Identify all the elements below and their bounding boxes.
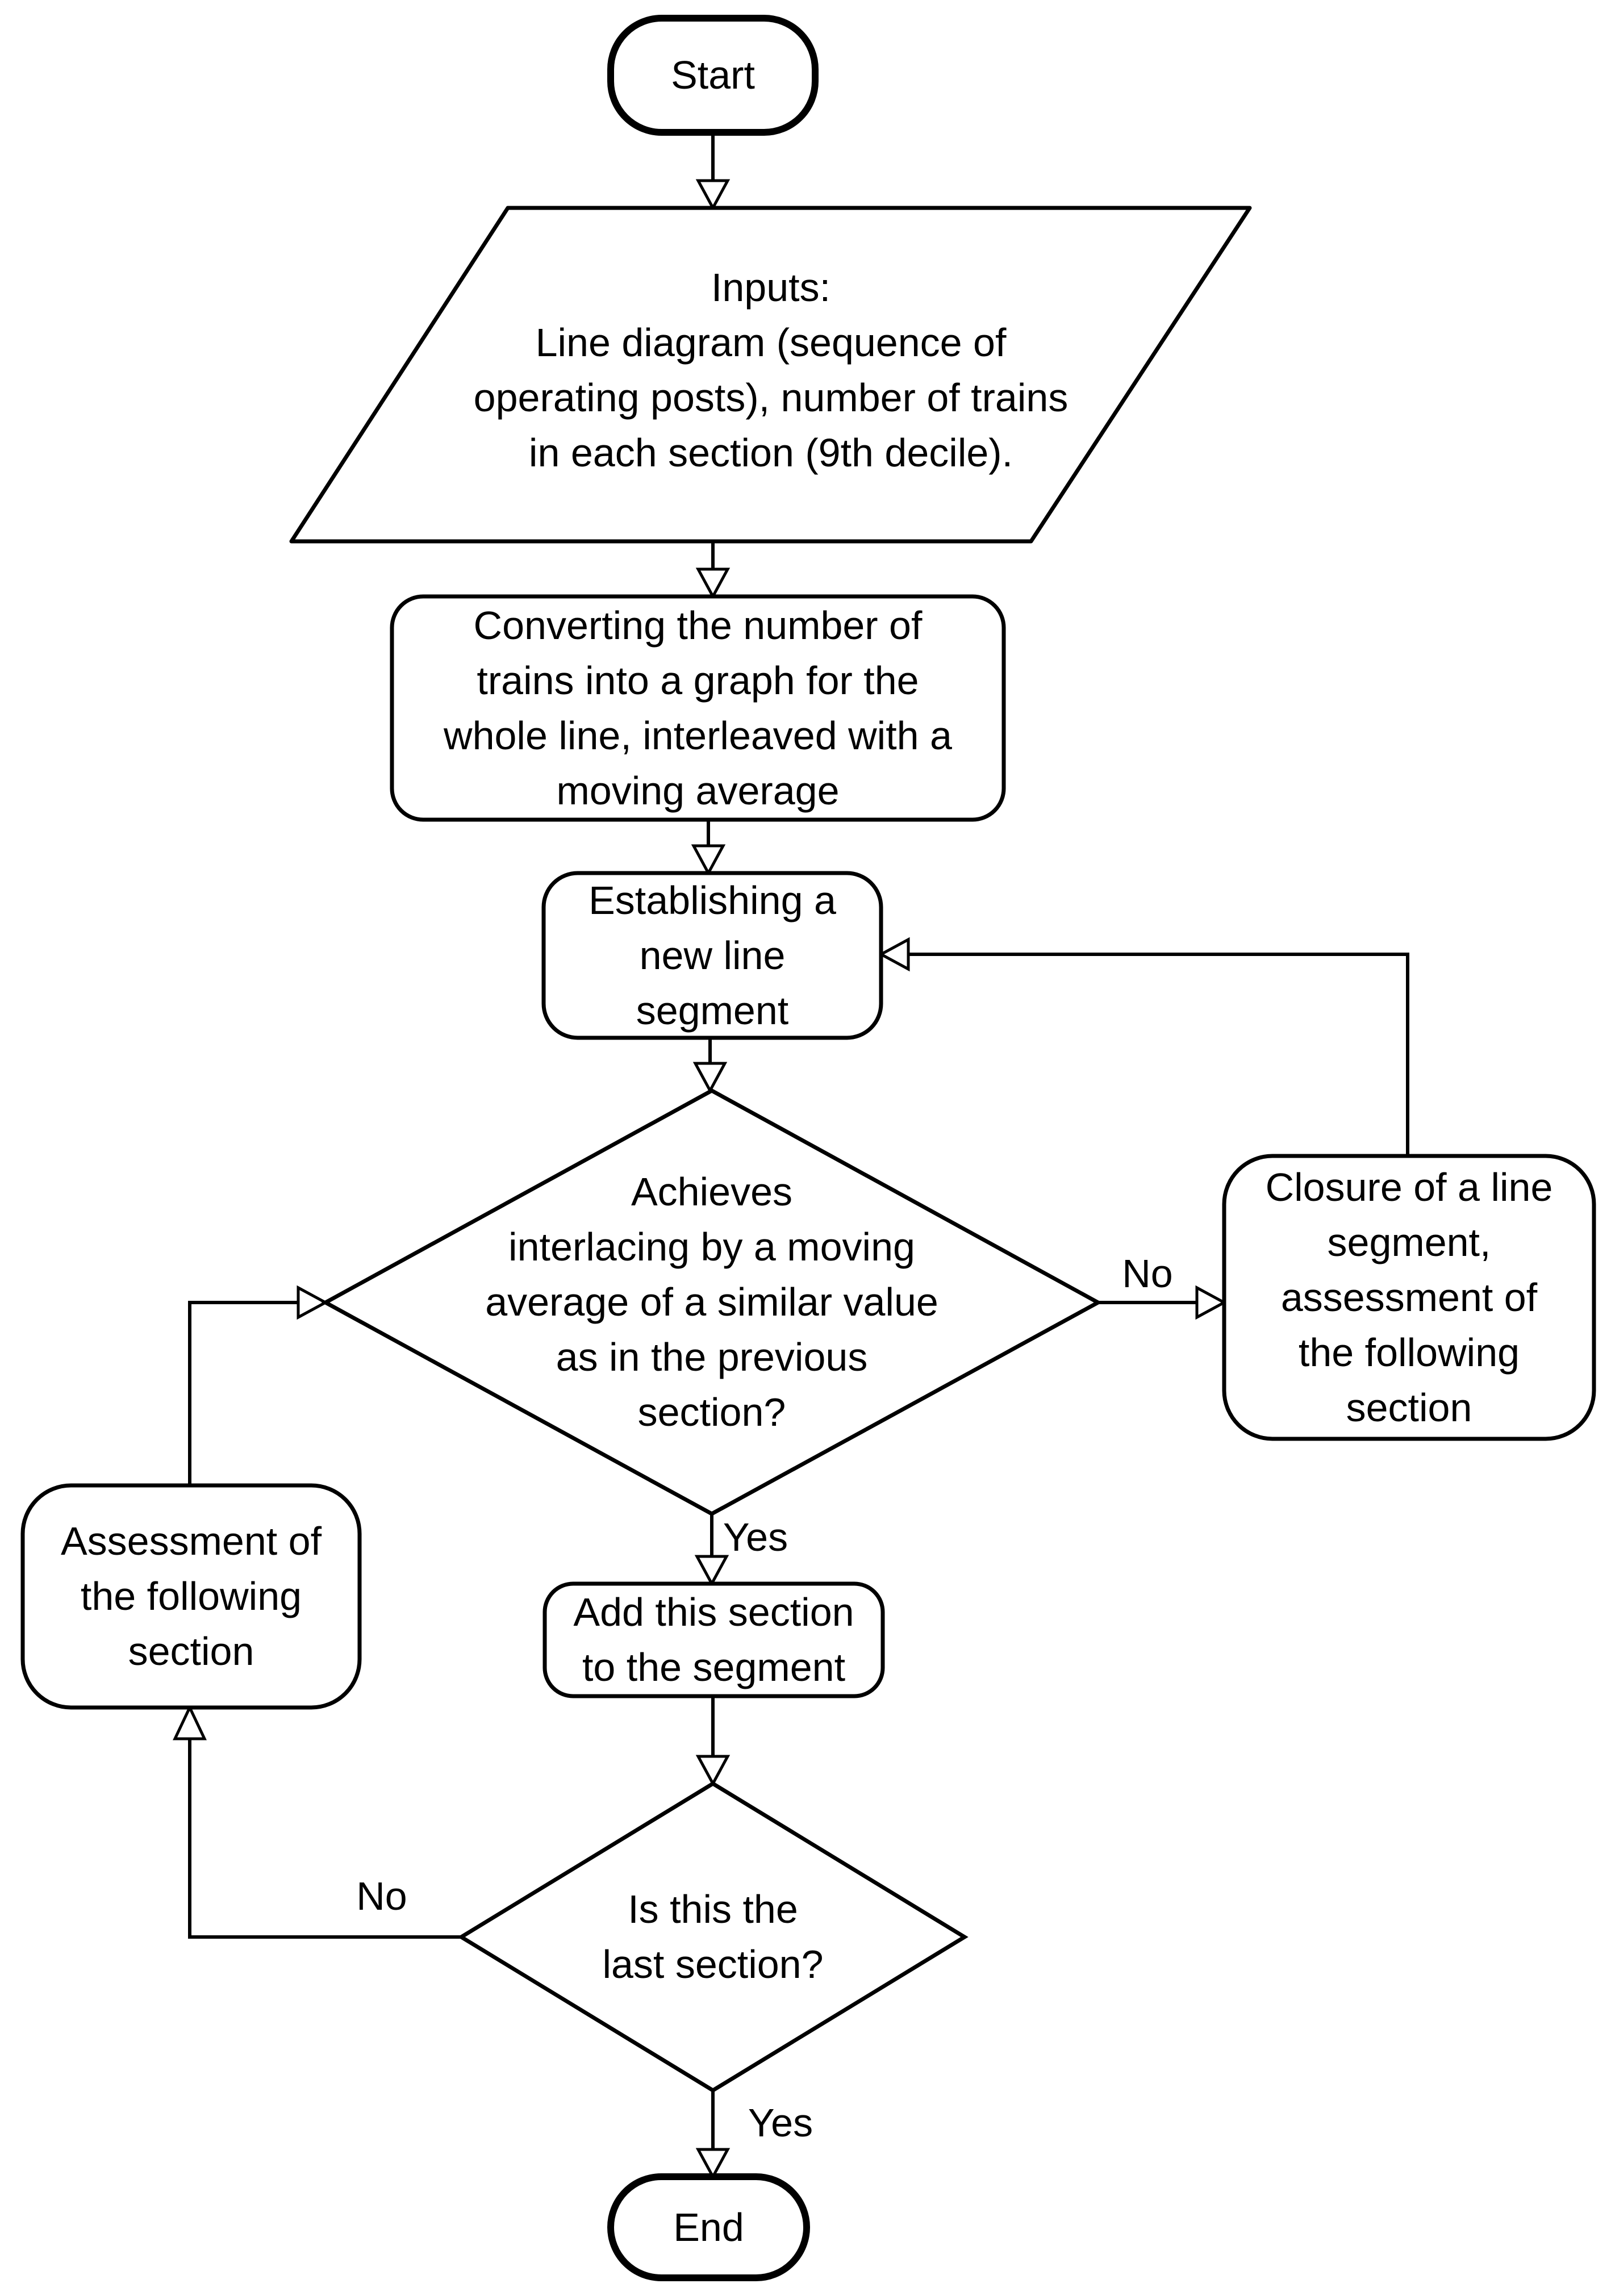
arrowhead-into-establish <box>691 844 726 876</box>
convert-process-shape <box>390 594 1006 822</box>
end-terminator-shape <box>607 2173 810 2281</box>
arrowhead-into-decision1 <box>692 1062 728 1094</box>
arrowhead-into-assessment <box>173 1704 207 1740</box>
closure-label: Closure of a line segment, assessment of… <box>1265 1164 1553 1430</box>
arrowhead-into-closure <box>1195 1285 1228 1320</box>
assessment-process-shape <box>20 1483 362 1710</box>
connector-closure-to-establish-loop <box>908 953 1409 1156</box>
convert-label: Converting the number of trains into a g… <box>444 603 952 813</box>
arrowhead-into-add <box>694 1555 729 1587</box>
closure-process-shape <box>1222 1154 1596 1441</box>
arrowhead-into-end <box>695 2148 731 2180</box>
establish-label: Establishing a new line segment <box>589 878 836 1033</box>
arrowhead-into-decision2 <box>695 1755 731 1787</box>
start-terminator-shape <box>607 15 819 136</box>
arrowhead-into-establish-right <box>878 937 910 972</box>
inputs-label: Inputs: Line diagram (sequence of operat… <box>473 265 1069 475</box>
establish-process-shape <box>541 871 883 1040</box>
start-label: Start <box>671 53 755 97</box>
edge-label-last-section-no: No <box>356 1874 407 1918</box>
decision-interlacing-label: Achieves interlacing by a moving average… <box>485 1170 938 1434</box>
edge-label-last-section-yes: Yes <box>748 2101 813 2145</box>
arrowhead-into-decision1-left <box>297 1285 329 1320</box>
inputs-parallelogram-shape <box>289 206 1252 544</box>
assessment-label: Assessment of the following section <box>60 1519 322 1673</box>
connector-decision2-no-to-assessment <box>188 1739 461 1939</box>
edge-label-interlacing-yes: Yes <box>723 1515 788 1559</box>
arrowhead-into-convert <box>695 567 731 600</box>
edge-label-interlacing-no: No <box>1122 1251 1173 1296</box>
add-section-label: Add this section to the segment <box>573 1590 854 1689</box>
arrowhead-into-inputs <box>695 179 731 211</box>
add-section-process-shape <box>542 1581 885 1698</box>
decision-interlacing-diamond-shape <box>321 1088 1103 1516</box>
decision-last-section-diamond-shape <box>457 1781 969 2093</box>
connector-assessment-to-decision1-loop <box>188 1301 298 1485</box>
decision-last-section-label: Is this the last section? <box>602 1887 824 1986</box>
end-label: End <box>673 2205 744 2249</box>
